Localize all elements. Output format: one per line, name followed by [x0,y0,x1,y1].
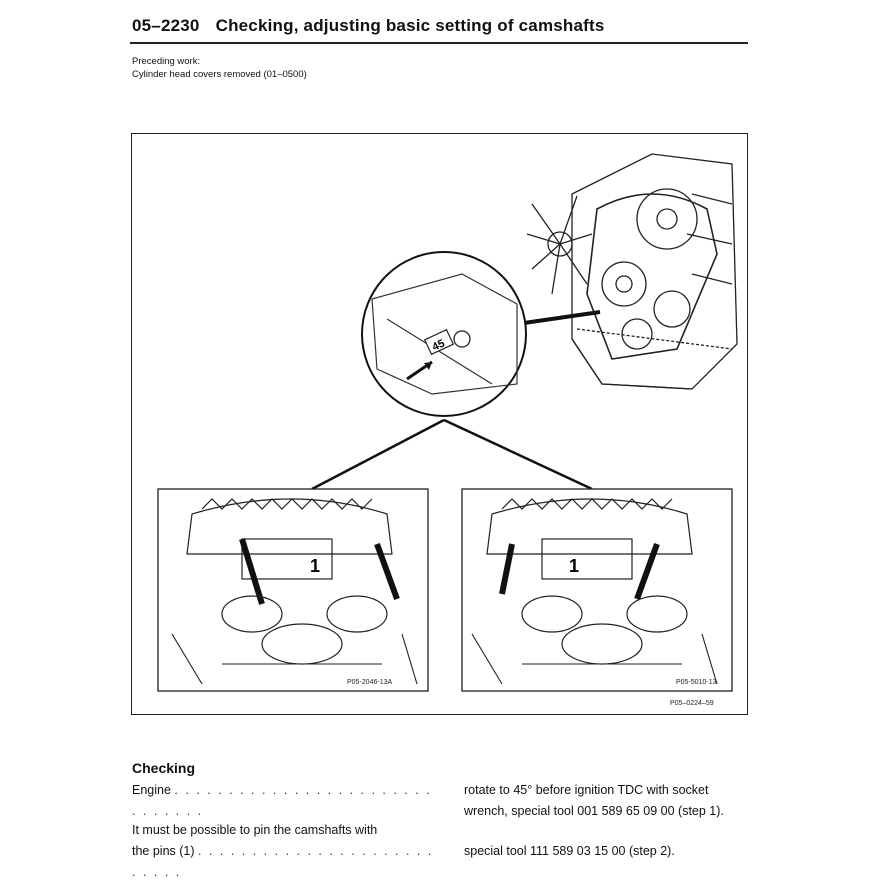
checking-row-1-text-line-2: wrench, special tool 001 589 65 09 00 (s… [464,804,724,818]
figure-code-right: P05-5010-13 [676,679,717,686]
leader-line-left [311,418,445,491]
fan-drawing [526,195,593,295]
checking-row-2-left: It must be possible to pin the camshafts… [132,820,437,883]
checking-row-1-left: Engine . . . . . . . . . . . . . . . . .… [132,780,437,822]
checking-row-2-item-line-1: It must be possible to pin the camshafts… [132,823,378,837]
leader-line-engine [516,310,601,326]
checking-row-2-right: special tool 111 589 03 15 00 (step 2). [464,841,754,862]
title-rule [130,42,748,44]
checking-row-2-item-line-2: the pins (1) [132,844,195,858]
checking-row-1-text-line-1: rotate to 45° before ignition TDC with s… [464,783,709,797]
camshaft-figure: 45 1 [131,133,748,715]
figure-code-main: P05–0224–59 [670,700,714,707]
checking-row-1-item: Engine [132,783,171,797]
camshaft-illustration: 45 1 [157,153,738,692]
section-title: Checking, adjusting basic setting of cam… [215,16,605,35]
preceding-label: Preceding work: [132,56,201,67]
figure-code-left: P05-2046-13A [347,679,393,686]
section-code: 05–2230 [132,16,200,35]
callout-left: 1 [310,556,320,576]
checking-row-2-text-line-1: special tool 111 589 03 15 00 (step 2). [464,844,675,858]
engine-overview-drawing [526,153,738,390]
preceding-text: Cylinder head covers removed (01–0500) [132,69,307,80]
callout-right: 1 [569,556,579,576]
checking-heading: Checking [132,760,196,776]
page-title: 05–2230 Checking, adjusting basic setting… [132,16,605,36]
preceding-work: Preceding work: Cylinder head covers rem… [132,55,307,81]
checking-row-1-leader: . . . . . . . . . . . . . . . . . . . . … [132,783,432,818]
checking-row-1-right: rotate to 45° before ignition TDC with s… [464,780,754,822]
detail-mark: 45 [430,337,446,353]
checking-row-2-leader: . . . . . . . . . . . . . . . . . . . . … [132,844,434,879]
detail-magnifier [361,251,527,417]
left-detail-panel [157,488,429,692]
right-detail-panel [461,488,733,692]
leader-line-right [443,418,593,491]
